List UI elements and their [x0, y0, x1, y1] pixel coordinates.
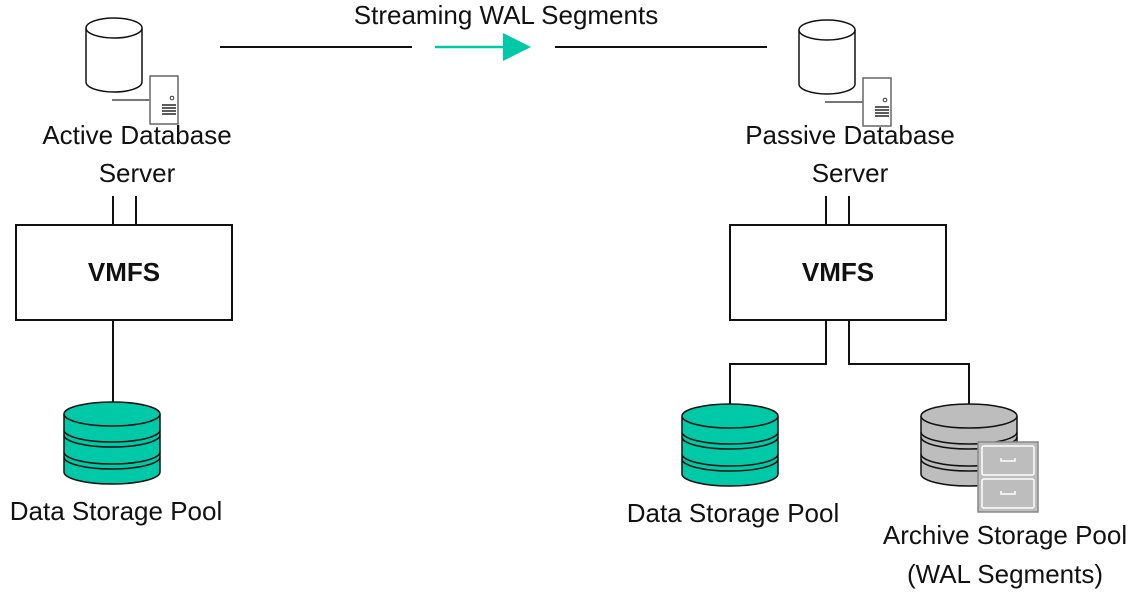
active-server-label-1: Active Database: [42, 120, 231, 150]
active-server-label-2: Server: [99, 158, 176, 188]
passive-vmfs-box: [729, 224, 947, 321]
passive-database-server: [798, 19, 892, 127]
passive-server-label-2: Server: [812, 158, 889, 188]
database-server-icon: [85, 17, 179, 125]
archive-pool-label-2: (WAL Segments): [907, 559, 1103, 589]
active-database-server: [85, 17, 179, 125]
filing-cabinet-icon: [977, 441, 1039, 513]
storage-disk-stack-icon: [63, 401, 161, 485]
title-label: Streaming WAL Segments: [354, 0, 658, 30]
passive-data-pool-label: Data Storage Pool: [627, 498, 839, 528]
passive-server-label-1: Passive Database: [745, 120, 955, 150]
archive-pool-label-1: Archive Storage Pool: [883, 520, 1127, 550]
storage-disk-stack-icon: [681, 403, 779, 487]
active-vmfs-label: VMFS: [88, 257, 160, 287]
active-vmfs-box: [15, 224, 233, 321]
active-pool-label: Data Storage Pool: [10, 496, 222, 526]
database-server-icon: [798, 19, 892, 127]
arrow-right-icon: [435, 33, 531, 61]
passive-vmfs-label: VMFS: [802, 257, 874, 287]
